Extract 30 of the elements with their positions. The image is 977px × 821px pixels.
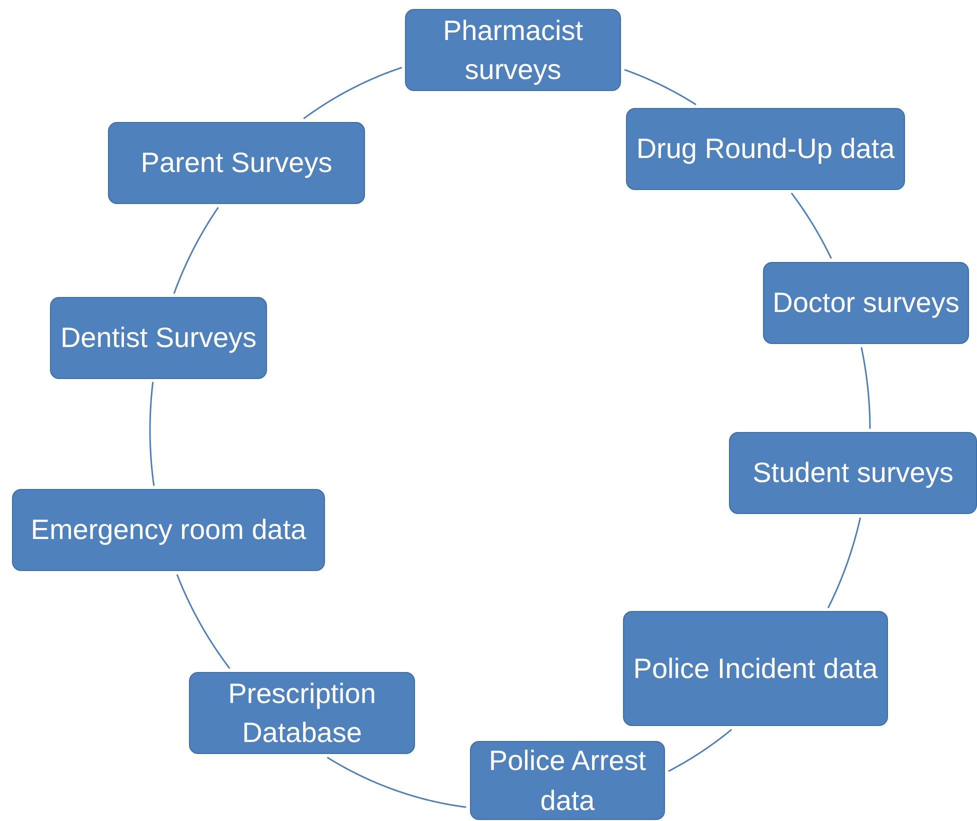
process-box (189, 672, 415, 754)
connector-arc (668, 728, 732, 772)
node-label: Police Arrest data (488, 744, 648, 818)
process-box (623, 611, 888, 726)
node-label: Police Incident data (633, 652, 878, 686)
node-label: Parent Surveys (140, 146, 332, 180)
node-label: Pharmacist surveys (442, 14, 584, 87)
connector-arc (827, 518, 862, 608)
connector-arc (624, 69, 696, 106)
connector-arc (176, 574, 230, 669)
node-label: Doctor surveys (772, 286, 960, 320)
process-box (12, 489, 325, 571)
process-box (763, 262, 969, 344)
node-label: Dentist Surveys (60, 321, 257, 356)
process-box (626, 108, 905, 190)
process-box (470, 741, 665, 820)
process-box (729, 432, 977, 514)
node-label: Drug Round-Up data (636, 132, 895, 166)
node-label: Emergency room data (30, 513, 306, 548)
process-box (108, 122, 365, 204)
process-box (50, 297, 267, 379)
connector-arc (860, 347, 871, 429)
node-label: Prescription Database (227, 676, 377, 750)
connector-arc (303, 66, 402, 120)
connector-arc (790, 192, 832, 259)
connector-arc (149, 382, 155, 486)
connector-arc (173, 207, 219, 294)
process-box (405, 9, 621, 91)
node-label: Student surveys (752, 456, 954, 490)
connector-arc (326, 756, 466, 808)
